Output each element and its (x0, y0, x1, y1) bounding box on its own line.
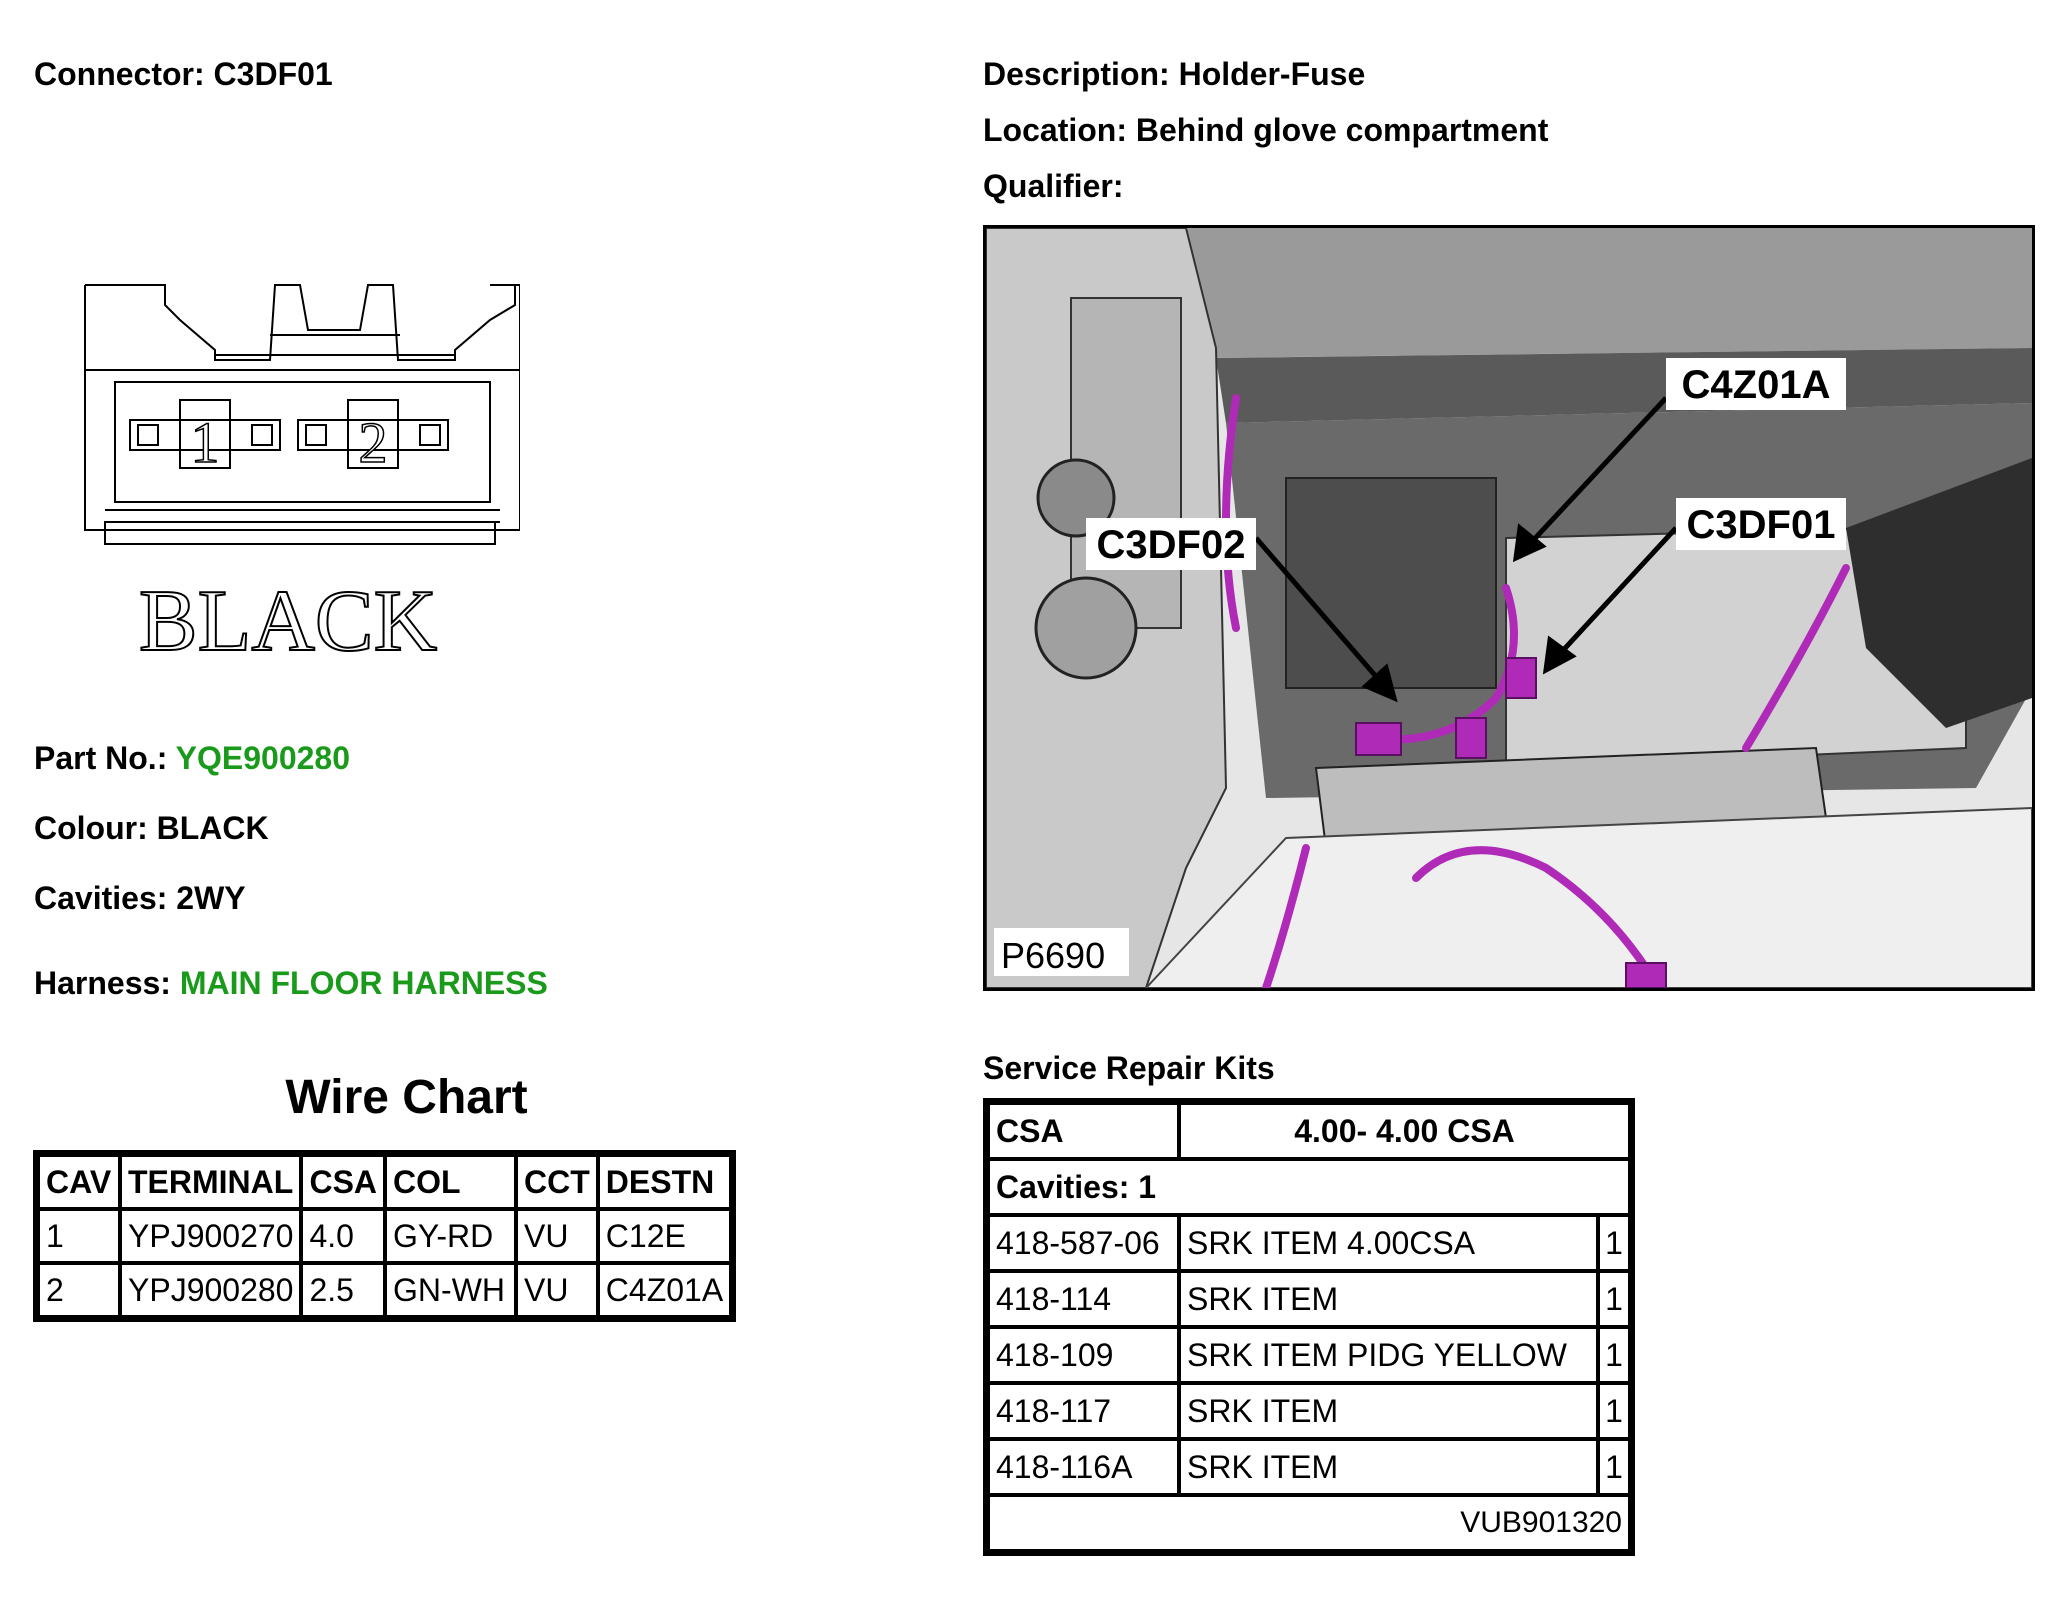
cell-cct: VU (516, 1209, 598, 1263)
cavities-value: 2WY (176, 880, 246, 916)
srk-qty: 1 (1598, 1327, 1630, 1383)
colour-value: BLACK (156, 810, 269, 846)
wire-chart-title: Wire Chart (285, 1071, 528, 1124)
srk-qty: 1 (1598, 1383, 1630, 1439)
part-no-value[interactable]: YQE900280 (175, 740, 351, 776)
part-no-line: Part No.: YQE900280 (34, 740, 350, 777)
table-row: 418-587-06 SRK ITEM 4.00CSA 1 (988, 1215, 1630, 1271)
part-no-label: Part No.: (34, 740, 168, 776)
header-destn: DESTN (597, 1155, 732, 1209)
cell-col: GY-RD (385, 1209, 517, 1263)
table-row: 2 YPJ900280 2.5 GN-WH VU C4Z01A (38, 1263, 732, 1317)
table-row: 418-116A SRK ITEM 1 (988, 1439, 1630, 1495)
srk-title: Service Repair Kits (983, 1050, 1275, 1086)
table-row: 1 YPJ900270 4.0 GY-RD VU C12E (38, 1209, 732, 1263)
srk-part: 418-109 (988, 1327, 1179, 1383)
srk-qty: 1 (1598, 1215, 1630, 1271)
qualifier-label: Qualifier: (983, 168, 1124, 204)
connector-value: C3DF01 (213, 56, 333, 92)
table-row: 418-114 SRK ITEM 1 (988, 1271, 1630, 1327)
description-label: Description: (983, 56, 1170, 92)
srk-ref-row: VUB901320 (988, 1495, 1630, 1551)
cell-cav: 1 (38, 1209, 120, 1263)
cell-csa: 4.0 (301, 1209, 386, 1263)
wire-chart-header-row: CAV TERMINAL CSA COL CCT DESTN (38, 1155, 732, 1209)
table-row: 418-109 SRK ITEM PIDG YELLOW 1 (988, 1327, 1630, 1383)
header-cct: CCT (516, 1155, 598, 1209)
drawing-colour-text: BLACK (139, 573, 437, 670)
harness-line: Harness: MAIN FLOOR HARNESS (34, 965, 548, 1002)
location-line: Location: Behind glove compartment (983, 112, 1548, 149)
location-label: Location: (983, 112, 1127, 148)
cavity-1-label: 1 (191, 410, 220, 475)
srk-cavities-row: Cavities: 1 (988, 1159, 1630, 1215)
header-cav: CAV (38, 1155, 120, 1209)
location-value: Behind glove compartment (1135, 112, 1549, 148)
header-terminal: TERMINAL (120, 1155, 302, 1209)
srk-desc: SRK ITEM (1179, 1271, 1598, 1327)
cavities-line: Cavities: 2WY (34, 880, 246, 917)
description-value: Holder-Fuse (1178, 56, 1366, 92)
photo-ref: P6690 (1001, 935, 1105, 976)
srk-part: 418-117 (988, 1383, 1179, 1439)
cavity-2-label: 2 (359, 410, 388, 475)
srk-cavities: Cavities: 1 (988, 1159, 1630, 1215)
callout-c3df02: C3DF02 (1097, 523, 1246, 567)
colour-label: Colour: (34, 810, 148, 846)
cell-terminal: YPJ900270 (120, 1209, 302, 1263)
srk-csa-row: CSA 4.00- 4.00 CSA (988, 1103, 1630, 1159)
location-photo: C4Z01A C3DF02 C3DF01 P6690 (983, 225, 2035, 991)
connector-face-drawing: 1 2 BLACK (84, 284, 520, 671)
colour-line: Colour: BLACK (34, 810, 269, 847)
cell-csa: 2.5 (301, 1263, 386, 1317)
header-csa: CSA (301, 1155, 386, 1209)
table-row: 418-117 SRK ITEM 1 (988, 1383, 1630, 1439)
cavities-label: Cavities: (34, 880, 168, 916)
header-col: COL (385, 1155, 517, 1209)
wire-chart-table: CAV TERMINAL CSA COL CCT DESTN 1 YPJ9002… (33, 1150, 737, 1322)
connector-label: Connector: (34, 56, 205, 92)
connector-line: Connector: C3DF01 (34, 56, 333, 93)
srk-table: CSA 4.00- 4.00 CSA Cavities: 1 418-587-0… (983, 1098, 1635, 1556)
srk-qty: 1 (1598, 1439, 1630, 1495)
srk-desc: SRK ITEM (1179, 1439, 1598, 1495)
srk-ref: VUB901320 (988, 1495, 1630, 1551)
cell-cav: 2 (38, 1263, 120, 1317)
callout-c4z01a: C4Z01A (1682, 363, 1831, 407)
cell-col: GN-WH (385, 1263, 517, 1317)
srk-part: 418-587-06 (988, 1215, 1179, 1271)
cell-cct: VU (516, 1263, 598, 1317)
srk-csa-value: 4.00- 4.00 CSA (1179, 1103, 1630, 1159)
srk-desc: SRK ITEM 4.00CSA (1179, 1215, 1598, 1271)
qualifier-line: Qualifier: (983, 168, 1123, 205)
cell-destn: C4Z01A (597, 1263, 732, 1317)
harness-label: Harness: (34, 965, 171, 1001)
srk-desc: SRK ITEM (1179, 1383, 1598, 1439)
srk-qty: 1 (1598, 1271, 1630, 1327)
srk-csa-label: CSA (988, 1103, 1179, 1159)
harness-value[interactable]: MAIN FLOOR HARNESS (179, 965, 548, 1001)
srk-part: 418-114 (988, 1271, 1179, 1327)
cell-destn: C12E (597, 1209, 732, 1263)
cell-terminal: YPJ900280 (120, 1263, 302, 1317)
location-illustration: C4Z01A C3DF02 C3DF01 P6690 (986, 228, 2032, 988)
description-line: Description: Holder-Fuse (983, 56, 1365, 93)
srk-part: 418-116A (988, 1439, 1179, 1495)
srk-desc: SRK ITEM PIDG YELLOW (1179, 1327, 1598, 1383)
callout-c3df01: C3DF01 (1687, 503, 1836, 547)
